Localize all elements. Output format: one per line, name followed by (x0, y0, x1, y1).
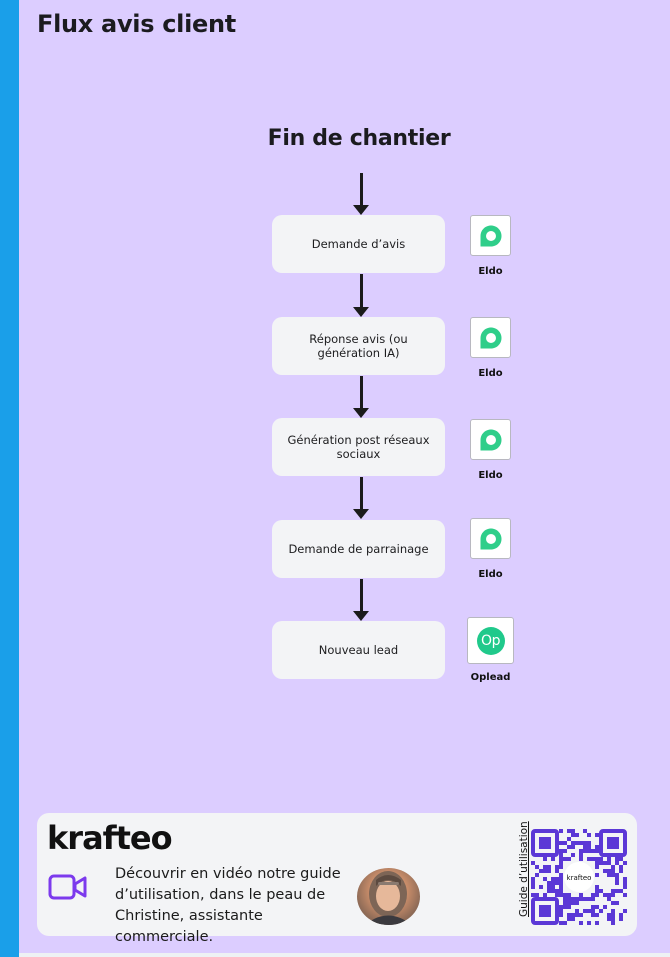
flow-step-demande-avis: Demande d’avis (272, 215, 445, 273)
flow-arrow (352, 477, 370, 519)
flow-step-reponse-avis: Réponse avis (ou génération IA) (272, 317, 445, 375)
eldo-logo-icon (470, 518, 511, 559)
qr-code[interactable]: krafteo (531, 829, 627, 925)
tool-eldo: Eldo (470, 518, 511, 580)
tool-label: Oplead (470, 672, 511, 683)
eldo-logo-icon (470, 215, 511, 256)
tool-label: Eldo (478, 368, 503, 379)
tool-eldo: Eldo (470, 215, 511, 277)
oplead-logo-text: Op (476, 626, 505, 655)
flow-arrow (352, 376, 370, 418)
flow-step-nouveau-lead: Nouveau lead (272, 621, 445, 679)
flow-step-demande-parrainage: Demande de parrainage (272, 520, 445, 578)
tool-eldo: Eldo (470, 419, 511, 481)
flow-start-label: Fin de chantier (267, 126, 451, 151)
krafteo-logo: krafteo (47, 819, 173, 857)
avatar-christine (357, 868, 420, 925)
tool-label: Eldo (478, 470, 503, 481)
qr-center-logo: krafteo (567, 874, 592, 882)
eldo-logo-icon (470, 317, 511, 358)
bottom-divider (19, 953, 670, 957)
flow-arrow (352, 579, 370, 621)
video-guide-card[interactable]: krafteo Découvrir en vidéo notre guide d… (37, 813, 637, 945)
tool-oplead: Op Oplead (467, 617, 514, 683)
side-accent-strip (0, 0, 19, 957)
video-camera-icon (48, 874, 87, 900)
page-title: Flux avis client (37, 10, 236, 38)
qr-guide-label[interactable]: Guide d’utilisation (518, 821, 530, 917)
flow-step-generation-post: Génération post réseaux sociaux (272, 418, 445, 476)
oplead-logo-icon: Op (467, 617, 514, 664)
tool-label: Eldo (478, 266, 503, 277)
tool-label: Eldo (478, 569, 503, 580)
video-guide-text: Découvrir en vidéo notre guide d’utilisa… (115, 866, 341, 945)
flow-arrow (352, 173, 370, 215)
tool-eldo: Eldo (470, 317, 511, 379)
eldo-logo-icon (470, 419, 511, 460)
flow-arrow (352, 274, 370, 317)
